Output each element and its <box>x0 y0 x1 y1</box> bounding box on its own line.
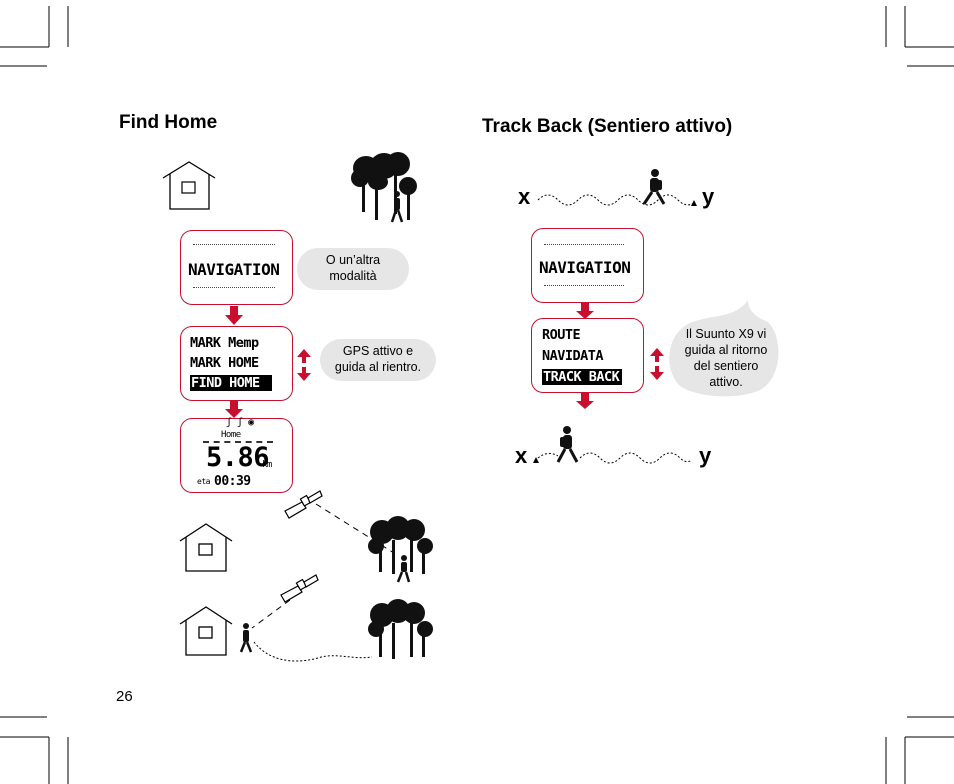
house-icon <box>179 606 233 656</box>
arrow-down-icon <box>225 306 243 325</box>
hiker-icon <box>239 623 253 653</box>
find-home-title: Find Home <box>119 112 218 133</box>
menu-item-navidata[interactable]: NAVIDATA <box>542 348 604 364</box>
x-label-top: x <box>518 184 531 209</box>
menu-item-find-home[interactable]: FIND HOME <box>190 375 272 391</box>
speech-bubble-shape <box>669 300 779 397</box>
satellite-icon <box>280 574 319 603</box>
speech-bubble-other-mode: O un’altra modalità <box>297 248 409 290</box>
hiker-icon <box>556 426 579 463</box>
arrow-down-icon <box>576 393 594 409</box>
menu-item-route[interactable]: ROUTE <box>542 327 581 343</box>
menu-screen-right: ROUTE NAVIDATA TRACK BACK <box>531 318 644 393</box>
menu-item-mark-home[interactable]: MARK HOME <box>190 355 259 371</box>
eta-value: 00:39 <box>214 474 251 489</box>
arrow-down-icon <box>225 401 243 418</box>
trees-icon <box>368 516 433 583</box>
menu-item-mark-memp[interactable]: MARK Memp <box>190 335 259 351</box>
track-back-title: Track Back (Sentiero attivo) <box>482 116 733 137</box>
speech-bubble-track-back: Il Suunto X9 vi guida al ritorno del sen… <box>684 327 768 389</box>
arrow-updown-icon <box>297 349 311 381</box>
eta-label: eta <box>197 477 210 486</box>
trees-icon <box>351 152 417 223</box>
x-label-bottom: x <box>515 443 528 468</box>
speech-bubble-gps-active: GPS attivo e guida al rientro. <box>320 339 436 381</box>
y-label-top: y <box>702 184 715 209</box>
status-icons: ʃ ʃ ◉ <box>226 417 254 428</box>
y-label-bottom: y <box>699 443 712 468</box>
page-number: 26 <box>116 688 133 705</box>
hiker-icon <box>642 169 666 205</box>
trees-icon <box>368 599 433 659</box>
arrow-updown-icon <box>650 348 664 380</box>
house-icon <box>162 161 216 210</box>
hiker-icon <box>390 191 404 223</box>
arrow-down-icon <box>576 303 594 319</box>
navigation-screen: NAVIGATION <box>180 230 293 305</box>
navigation-label-right: NAVIGATION <box>539 258 631 277</box>
find-home-screen: ʃ ʃ ◉ Home 5.86 km eta 00:39 <box>180 417 293 493</box>
distance-value: 5.86 <box>206 442 270 473</box>
waypoint-label: Home <box>221 430 241 440</box>
navigation-screen-right: NAVIGATION <box>531 228 644 303</box>
distance-unit: km <box>262 460 272 470</box>
menu-item-track-back[interactable]: TRACK BACK <box>542 369 623 385</box>
house-icon <box>179 523 233 572</box>
menu-screen: MARK Memp MARK HOME FIND HOME <box>180 326 293 401</box>
navigation-label: NAVIGATION <box>188 260 280 279</box>
satellite-icon <box>284 490 323 519</box>
